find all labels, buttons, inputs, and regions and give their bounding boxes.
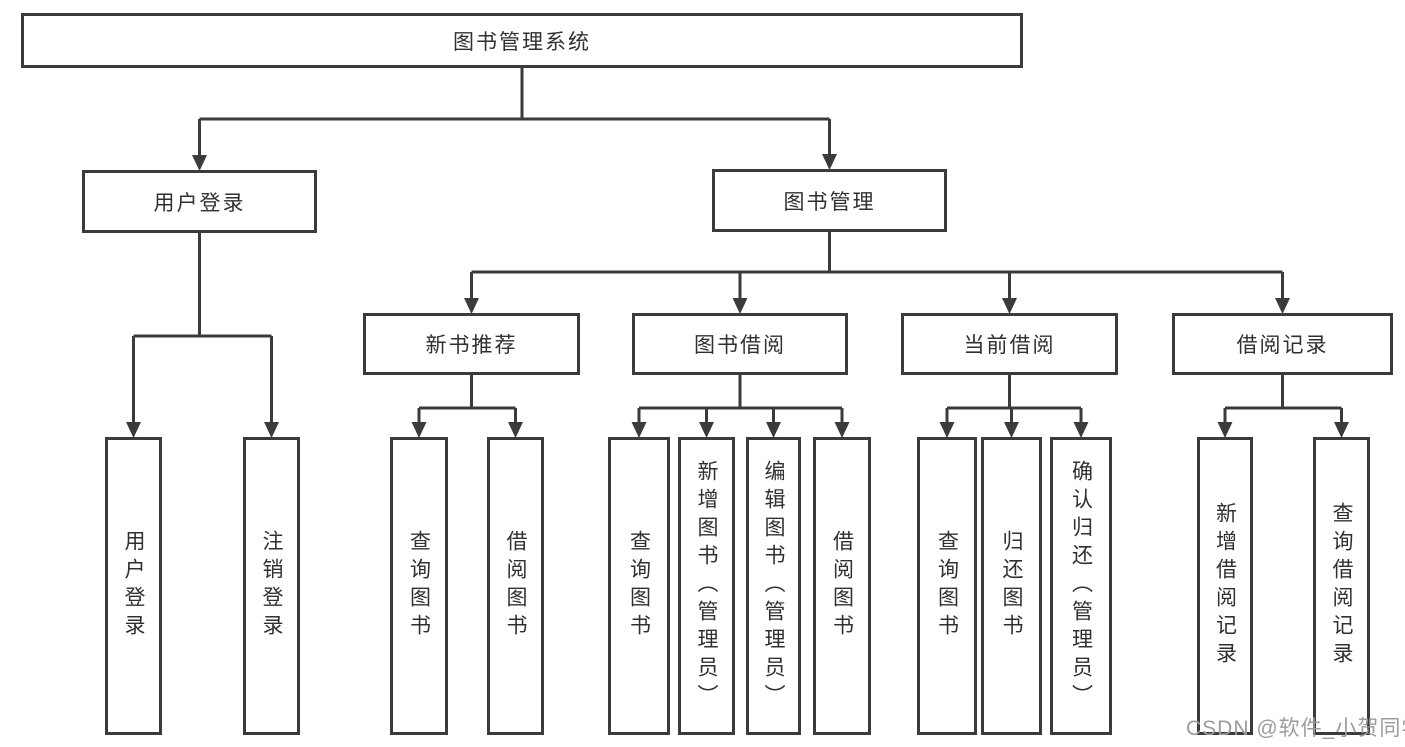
leaf-label: 借阅图书 — [830, 530, 854, 642]
arrowhead — [1073, 422, 1089, 438]
arrowhead — [1002, 298, 1017, 314]
node-user-login: 用户登录 — [82, 170, 317, 233]
leaf-borrow-query-books: 查询图书 — [608, 437, 670, 735]
leaf-borrow-add-books-admin: 新增图书（管理员） — [678, 437, 735, 735]
arrowhead — [834, 422, 850, 438]
arrowhead — [732, 298, 748, 314]
arrowhead — [766, 422, 781, 438]
node-book-management: 图书管理 — [712, 169, 947, 232]
wire-bookmgmt-to-level3 — [470, 232, 1284, 301]
wire-borrow-to-leaves — [637, 375, 844, 425]
node-book-borrow: 图书借阅 — [632, 313, 848, 375]
leaf-label: 新增图书（管理员） — [695, 460, 718, 712]
leaf-recommend-query-books: 查询图书 — [390, 437, 448, 735]
leaf-current-query-books: 查询图书 — [917, 437, 977, 735]
leaf-user-login: 用户登录 — [105, 437, 162, 735]
leaf-current-confirm-return-admin: 确认归还（管理员） — [1050, 437, 1112, 735]
leaf-borrow-borrow-books: 借阅图书 — [813, 437, 871, 735]
wire-root-to-level2 — [198, 68, 831, 157]
node-borrow-records: 借阅记录 — [1172, 313, 1393, 375]
arrowhead — [192, 155, 207, 171]
arrowhead — [1334, 422, 1349, 438]
leaf-records-query-record: 查询借阅记录 — [1313, 437, 1370, 735]
leaf-label: 查询图书 — [627, 530, 651, 642]
leaf-borrow-edit-books-admin: 编辑图书（管理员） — [746, 437, 801, 735]
wire-records-to-leaves — [1223, 375, 1343, 425]
node-new-book-recommend: 新书推荐 — [363, 313, 580, 375]
arrowhead — [939, 422, 955, 438]
wire-recommend-to-leaves — [417, 375, 517, 425]
leaf-records-add-record: 新增借阅记录 — [1197, 437, 1253, 735]
arrowhead — [464, 298, 479, 314]
leaf-logout: 注销登录 — [243, 437, 300, 735]
leaf-recommend-borrow-books: 借阅图书 — [487, 437, 544, 735]
leaf-label: 注销登录 — [260, 530, 283, 642]
node-current-borrow: 当前借阅 — [901, 313, 1118, 375]
csdn-watermark: CSDN @软件_小贺同学 — [1186, 717, 1405, 740]
arrowhead — [631, 422, 647, 438]
leaf-label: 查询图书 — [407, 530, 431, 642]
node-root: 图书管理系统 — [21, 13, 1023, 68]
arrowhead — [126, 422, 141, 438]
leaf-current-return-books: 归还图书 — [981, 437, 1042, 735]
leaf-label: 确认归还（管理员） — [1069, 460, 1093, 712]
arrowhead — [1217, 422, 1233, 438]
arrowhead — [1004, 422, 1019, 438]
leaf-label: 归还图书 — [1000, 530, 1023, 642]
leaf-label: 新增借阅记录 — [1213, 502, 1237, 670]
leaf-label: 用户登录 — [122, 530, 145, 642]
arrowhead — [508, 422, 523, 438]
arrowhead — [264, 422, 279, 438]
leaf-label: 查询借阅记录 — [1330, 502, 1353, 670]
leaf-label: 编辑图书（管理员） — [762, 460, 785, 712]
leaf-label: 借阅图书 — [504, 530, 527, 642]
wire-userlogin-to-leaves — [132, 233, 273, 425]
arrowhead — [822, 154, 837, 170]
leaf-label: 查询图书 — [935, 530, 959, 642]
arrowhead — [699, 422, 714, 438]
arrowhead — [411, 422, 427, 438]
wire-current-to-leaves — [945, 375, 1083, 425]
arrowhead — [1275, 298, 1290, 314]
